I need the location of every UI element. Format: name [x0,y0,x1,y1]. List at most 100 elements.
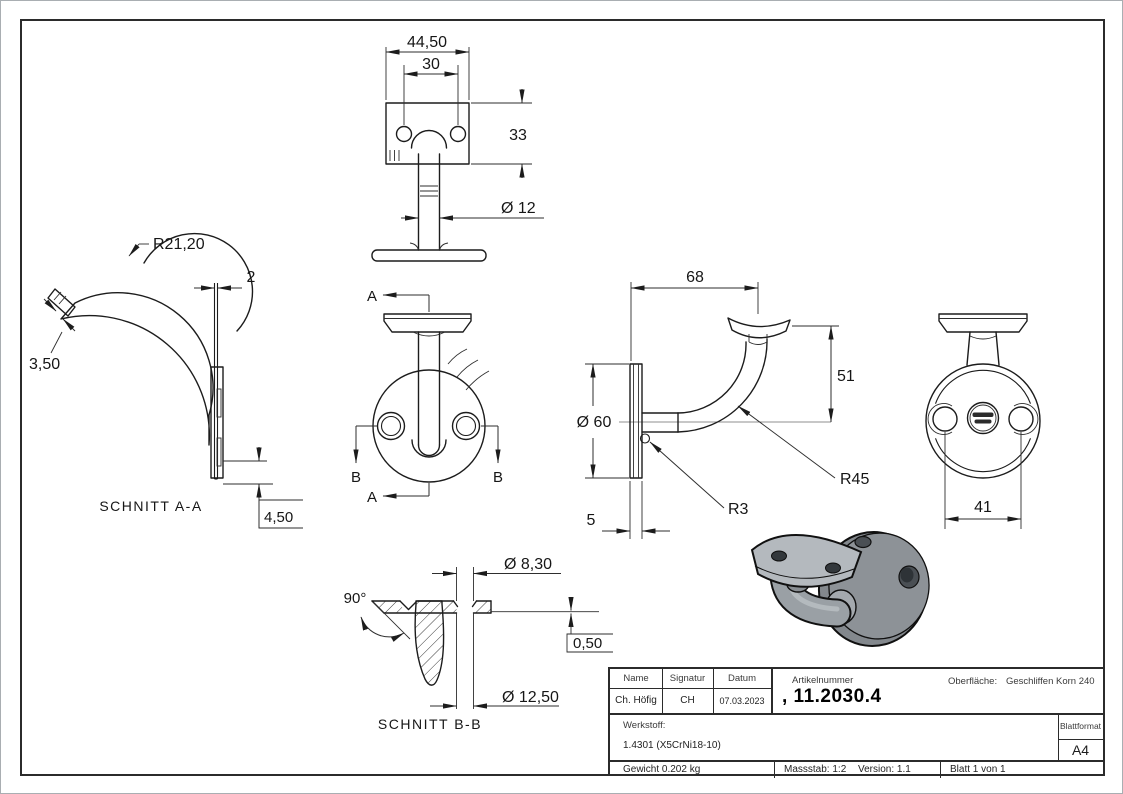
dim-text: 41 [974,499,992,516]
divider [610,688,771,689]
divider [610,713,1103,715]
dim-countersink-angle: 90° [344,590,411,642]
saddle-bar [383,313,472,333]
mark-b-right: B [493,469,503,486]
dim-countersink-diameter: Ø 12,50 [430,689,559,709]
dim-text: 90° [344,590,367,607]
sheet-format-label: Blattformat [1059,721,1102,731]
dim-text: 44,50 [407,34,447,51]
dim-height: 51 [792,325,855,423]
weight-value: Gewicht 0.202 kg [623,764,701,775]
divider [713,669,714,713]
dim-fillet-radius: R3 [649,441,749,518]
section-b-b-view: 90° Ø 8,30 0,50 Ø 12,50 SCHNITT [344,556,613,732]
dim-hole-diameter: Ø 8,30 [432,556,561,709]
mark-a-top: A [367,288,377,305]
article-number-label: Artikelnummer [792,675,854,686]
iso-saddle-hole-left [771,550,787,562]
surface-value: Geschliffen Korn 240 [1006,676,1095,687]
section-line-b: B B [351,425,503,486]
dim-stem-diameter: Ø 12 [401,200,544,221]
mark-b-left: B [351,469,361,486]
mark-a-bottom: A [367,489,377,506]
plate-circle-rear [925,363,1041,479]
material-label: Werkstoff: [623,720,666,731]
lip-tip [47,288,76,317]
dim-plate-diameter: Ø 60 [573,363,629,479]
name-label: Name [623,673,649,684]
dim-text: 51 [837,368,855,385]
article-number-value: , 11.2030.4 [782,686,882,707]
section-a-a-view: R21,20 2 3,50 4,50 SCHNITT A-A [29,232,303,529]
top-plate-outline [385,102,470,165]
scale-value: Massstab: 1:2 [784,764,847,775]
divider [1058,739,1103,740]
top-saddle-arc [410,129,448,149]
dim-text: 2 [247,269,256,286]
dim-text: R21,20 [153,236,205,253]
arm-profile [641,338,768,433]
dim-hole-spacing-rear: 41 [944,432,1022,529]
signature-label: Signatur [669,673,706,684]
rear-hole-left [932,406,958,432]
divider [1058,713,1059,760]
name-value: Ch. Höfig [615,695,657,706]
dim-arm-radius: R45 [737,405,869,488]
plate-section-hatched [372,601,491,686]
surface-label: Oberfläche: [948,676,998,687]
divider [771,669,773,713]
saddle-bar-rear [938,313,1028,333]
rear-view: 41 [925,313,1041,529]
dim-text: 30 [422,56,440,73]
version-value: Version: 1.1 [858,764,911,775]
dim-projection: 68 [630,269,759,361]
divider [610,760,1103,762]
dim-plate-height: 33 [471,89,532,178]
handrail-arc [143,232,254,332]
iso-saddle-hole-right [825,562,841,574]
dim-text: 5 [587,512,596,529]
dim-step-bb: 0,50 [566,597,613,653]
dim-text: 68 [686,269,704,286]
sheet-border-frame [20,19,1105,776]
knurl-ticks [389,150,438,197]
date-label: Datum [728,673,756,684]
r3-fillet [639,433,651,444]
dim-plate-thickness: 5 [587,481,670,539]
signature-value: CH [680,695,695,706]
saddle-profile [727,317,791,339]
sheet-number-value: Blatt 1 von 1 [950,764,1006,775]
top-hole-right [449,125,467,143]
wall-plate-edge-view [629,363,643,479]
brand-stamp-icon [966,401,1000,435]
dim-hole-spacing: 30 [403,56,459,125]
dim-text: 0,50 [573,635,602,652]
dim-text: R45 [840,471,869,488]
shading-arcs [447,348,490,391]
boss-teardrop-hatched [415,601,444,686]
arm-section-hatched [60,292,214,446]
dim-saddle-radius: R21,20 [128,236,205,257]
dim-overall-width: 44,50 [385,34,470,100]
dim-lip-width: 3,50 [29,298,76,373]
iso-saddle-plate [750,534,863,588]
iso-hole-top [854,535,872,549]
dim-step: 4,50 [223,447,303,529]
title-block: Name Signatur Datum Ch. Höfig CH 07.03.2… [608,667,1105,778]
dim-text: 4,50 [264,509,293,526]
date-value: 07.03.2023 [719,695,765,706]
dim-text: R3 [728,501,749,518]
section-line-a: A A [367,288,430,506]
divider [940,762,941,778]
top-flange-outline [371,249,487,262]
divider [774,762,775,778]
section-b-b-label: SCHNITT B-B [378,716,482,732]
front-hole-right [451,411,481,441]
top-hole-left [395,125,413,143]
dim-text: Ø 12,50 [502,689,559,706]
dim-plate-thickness: 2 [194,269,256,291]
dim-text: Ø 8,30 [504,556,552,573]
dim-text: 33 [509,127,527,144]
